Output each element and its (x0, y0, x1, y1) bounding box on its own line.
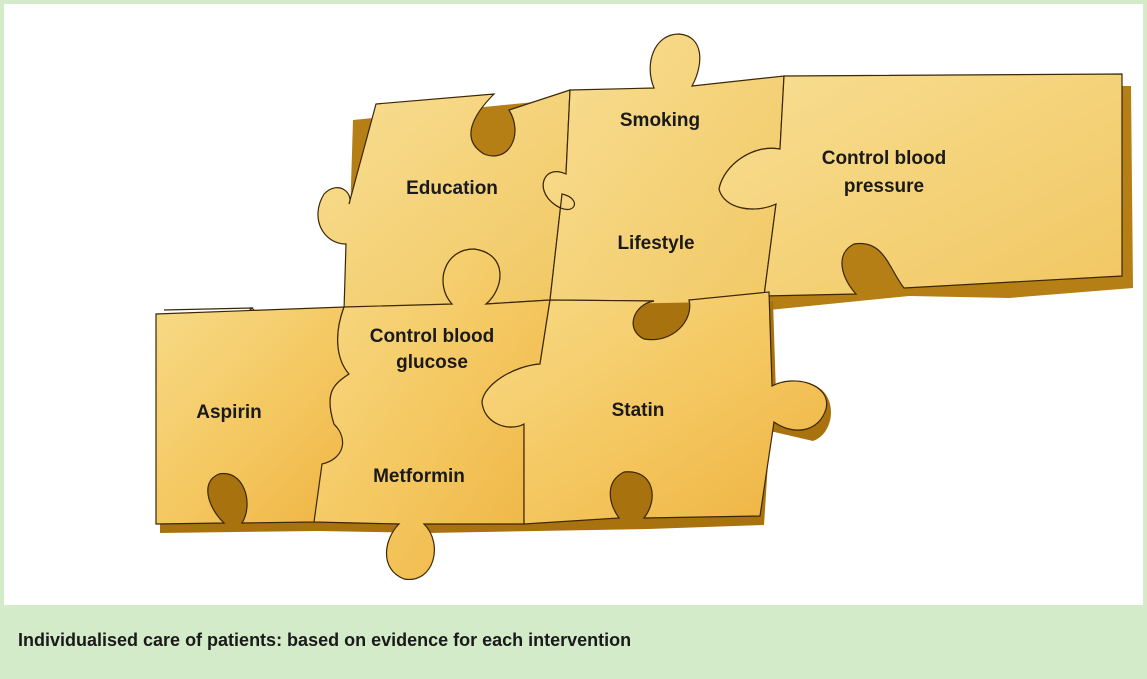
label-smoking: Smoking (620, 110, 700, 131)
label-control-bp-line1: Control blood (822, 148, 947, 169)
piece-control-bp (718, 73, 1123, 297)
label-education: Education (406, 178, 498, 199)
label-lifestyle: Lifestyle (617, 233, 694, 254)
puzzle-illustration: Education Smoking Lifestyle Control bloo… (155, 33, 1133, 580)
figure-image-area: Education Smoking Lifestyle Control bloo… (4, 4, 1143, 605)
label-metformin: Metformin (373, 466, 465, 487)
label-control-bp-line2: pressure (844, 176, 924, 197)
label-statin: Statin (612, 400, 665, 421)
label-control-glucose-line1: Control blood (370, 326, 495, 347)
caption-bar: Individualised care of patients: based o… (0, 605, 1147, 679)
back-row-pieces (317, 33, 1123, 341)
front-row-pieces (155, 248, 828, 580)
figure-caption: Individualised care of patients: based o… (18, 630, 632, 650)
label-aspirin: Aspirin (196, 402, 261, 423)
piece-statin (481, 291, 828, 525)
piece-glucose-metformin (313, 248, 551, 580)
label-control-glucose-line2: glucose (396, 352, 468, 373)
